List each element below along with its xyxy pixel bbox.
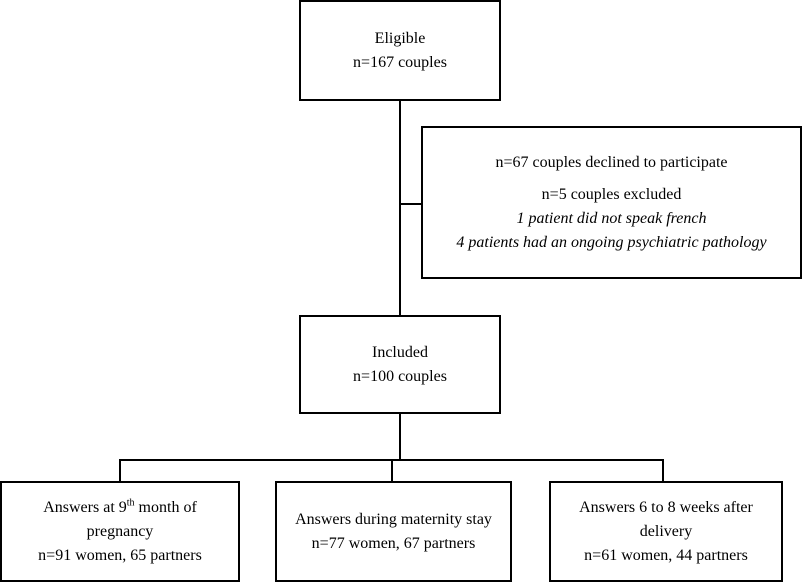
answers-9th-month-label-line1: Answers at 9th month of: [43, 497, 197, 516]
excluded-text: n=5 couples excluded: [541, 185, 682, 203]
answers-after-delivery-count: n=61 women, 44 partners: [584, 546, 748, 564]
eligible-title: Eligible: [374, 29, 426, 47]
connector-to-answers-2: [391, 459, 393, 482]
answers-after-delivery-label-line1: Answers 6 to 8 weeks after: [579, 498, 753, 516]
eligible-box: Eligible n=167 couples: [299, 0, 501, 101]
connector-exclusion-branch: [400, 203, 422, 205]
eligible-count: n=167 couples: [353, 53, 447, 71]
connector-eligible-included: [399, 100, 401, 316]
connector-to-answers-3: [662, 459, 664, 482]
answers-after-delivery-box: Answers 6 to 8 weeks after delivery n=61…: [549, 481, 783, 582]
answers-maternity-stay-count: n=77 women, 67 partners: [311, 534, 476, 552]
exclusion-box: n=67 couples declined to participate n=5…: [421, 126, 802, 279]
included-box: Included n=100 couples: [299, 315, 501, 414]
answers-9th-month-count: n=91 women, 65 partners: [38, 546, 202, 564]
answers-after-delivery-label-line2: delivery: [639, 522, 693, 540]
answers-9th-month-box: Answers at 9th month of pregnancy n=91 w…: [0, 481, 240, 582]
connector-to-answers-1: [119, 459, 121, 482]
exclusion-reason-2: 4 patients had an ongoing psychiatric pa…: [456, 233, 767, 251]
included-title: Included: [372, 343, 428, 361]
included-count: n=100 couples: [353, 367, 447, 385]
connector-included-split: [399, 413, 401, 460]
declined-text: n=67 couples declined to participate: [495, 153, 728, 171]
answers-maternity-stay-box: Answers during maternity stay n=77 women…: [275, 481, 512, 582]
exclusion-reason-1: 1 patient did not speak french: [516, 209, 707, 227]
answers-9th-month-label-line2: pregnancy: [86, 522, 154, 540]
answers-maternity-stay-label: Answers during maternity stay: [295, 510, 492, 528]
